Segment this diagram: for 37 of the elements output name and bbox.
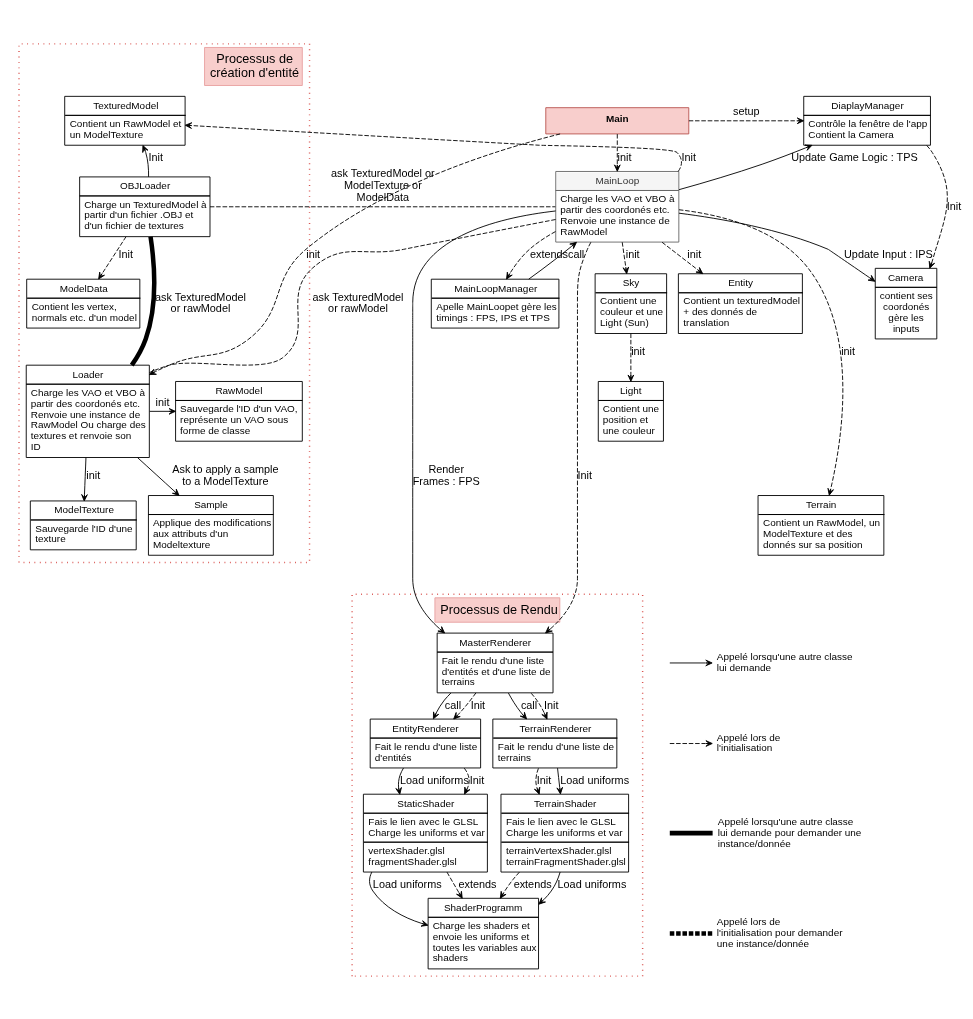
legend-label: Appelé lorsqu'une autre classe lui demande	[716, 650, 853, 673]
edge-label: call	[567, 247, 585, 260]
edge-label: Update Game Logic : TPS	[791, 150, 918, 163]
edge-label: Init	[469, 773, 485, 786]
edge-label: Update Input : IPS	[844, 247, 933, 260]
edge-label: Load uniforms	[560, 773, 630, 786]
edge-label: Init	[577, 468, 592, 481]
edge-label: Init	[148, 150, 163, 163]
edge-label: init	[631, 344, 646, 357]
edge-label: call	[520, 698, 538, 711]
edge-label: ask TexturedModel or rawModel	[312, 290, 404, 314]
legend-label: Appelé lors de l'initialisation	[716, 731, 781, 753]
edge-label: Init	[681, 150, 697, 163]
edge-label: init	[687, 247, 702, 260]
edge-label: Load uniforms	[400, 773, 469, 786]
edge-label: Load uniforms	[372, 877, 442, 890]
edge-label: Init	[543, 698, 559, 711]
legend-label: Appelé lorsqu'une autre classe lui demande pour demander une instance/donnée	[717, 815, 862, 849]
edge-label: setup	[732, 104, 760, 117]
legend-label: Appelé lors de l'initialisation pour demander une instance/donnée	[716, 915, 843, 949]
edge-label: call	[444, 698, 462, 711]
edge-label: Init	[946, 199, 962, 212]
edge-label: Init	[536, 773, 552, 786]
edge-label: init	[86, 468, 101, 481]
edge-label: Init	[470, 698, 486, 711]
edge-label: extends	[458, 877, 497, 890]
edge-label: init	[841, 344, 856, 357]
edge-label: init	[617, 150, 632, 163]
edge-label: Ask to apply a sample to a ModelTexture	[172, 462, 279, 487]
edge-label: Load uniforms	[557, 877, 627, 890]
edge-label: extends	[513, 877, 552, 890]
edge-label: Init	[118, 247, 134, 260]
edge-label: ask TexturedModel or ModelTexture or ModelData	[331, 166, 435, 203]
edge-label: init	[625, 247, 640, 260]
edge-label: Render Frames : FPS	[412, 462, 480, 487]
edge-label: init	[306, 247, 321, 260]
edge-label: init	[155, 395, 170, 408]
